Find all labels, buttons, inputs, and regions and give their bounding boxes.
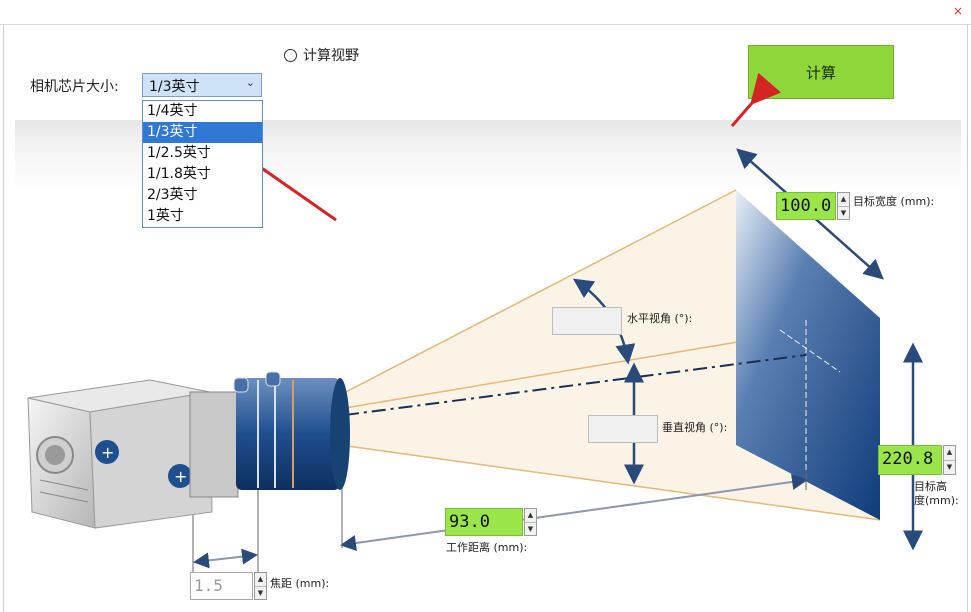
- distance-dimension-arrow: [340, 474, 808, 551]
- dropdown-option[interactable]: 1/1.8英寸: [147, 166, 211, 182]
- target-height-label-line1: 目标高: [914, 480, 947, 493]
- lens-front: [330, 378, 350, 490]
- dropdown-option[interactable]: 1/4英寸: [147, 103, 198, 119]
- lens-adapter: [189, 391, 239, 498]
- horizontal-angle-label: 水平视角 (°):: [627, 312, 693, 325]
- close-icon[interactable]: ×: [952, 4, 964, 18]
- chip-size-selected: 1/3英寸: [149, 79, 200, 95]
- dropdown-option[interactable]: 1英寸: [147, 208, 184, 224]
- left-border: [3, 25, 4, 612]
- lens-knob: [233, 377, 249, 393]
- spin-up-icon[interactable]: ▲: [944, 446, 955, 461]
- beam-edge-top: [339, 189, 737, 396]
- optical-axis: [344, 354, 807, 416]
- annotation-arrow-calc: [730, 72, 782, 127]
- target-height-spinner[interactable]: ▲▼: [943, 445, 956, 475]
- focal-length-input[interactable]: 1.5: [190, 572, 253, 600]
- spin-up-icon[interactable]: ▲: [525, 509, 536, 523]
- screw-icon: [95, 440, 119, 464]
- spin-up-icon[interactable]: ▲: [255, 573, 266, 587]
- lens-knob: [265, 371, 281, 387]
- target-width-input[interactable]: 100.0: [776, 192, 836, 220]
- screw-icon-plus: +: [174, 467, 187, 486]
- lens-barrel: [236, 378, 340, 490]
- target-width-spinner[interactable]: ▲▼: [837, 192, 850, 220]
- dropdown-option[interactable]: 2/3英寸: [147, 187, 198, 203]
- right-border: [967, 25, 968, 612]
- vertical-angle-label: 垂直视角 (°):: [662, 421, 728, 434]
- target-crosshair-h: [779, 329, 841, 373]
- chip-size-dropdown[interactable]: 1/4英寸 1/3英寸 1/2.5英寸 1/1.8英寸 2/3英寸 1英寸: [142, 100, 263, 228]
- camera-body-side: [89, 391, 213, 529]
- title-bar: [0, 0, 971, 24]
- focal-length-spinner[interactable]: ▲▼: [254, 572, 267, 600]
- focal-length-label: 焦距 (mm):: [270, 577, 330, 590]
- radio-circle-icon[interactable]: [284, 48, 297, 62]
- camera-vent: [39, 479, 89, 491]
- target-width-label: 目标宽度 (mm):: [853, 195, 935, 208]
- working-distance-input[interactable]: 93.0: [445, 508, 523, 536]
- spin-up-icon[interactable]: ▲: [838, 193, 849, 207]
- chip-size-label: 相机芯片大小:: [30, 79, 119, 95]
- vertical-angle-output: [588, 415, 658, 443]
- dropdown-option[interactable]: 1/2.5英寸: [147, 145, 211, 161]
- horizontal-angle-output: [552, 307, 622, 335]
- working-distance-label: 工作距离 (mm):: [446, 541, 528, 554]
- working-distance-spinner[interactable]: ▲▼: [524, 508, 537, 536]
- chevron-down-icon[interactable]: ⌄: [245, 76, 255, 89]
- target-height-input[interactable]: 220.8: [878, 445, 942, 475]
- screw-icon-plus: +: [101, 443, 114, 462]
- calc-fov-label: 计算视野: [303, 48, 359, 64]
- chip-size-select[interactable]: 1/3英寸 ⌄: [142, 73, 262, 97]
- camera-lens-hole: [45, 445, 65, 465]
- camera-vent: [39, 491, 89, 503]
- spin-down-icon[interactable]: ▼: [527, 525, 534, 533]
- target-height-label-line2: 度(mm):: [914, 494, 959, 507]
- spin-down-icon[interactable]: ▼: [257, 589, 264, 597]
- dropdown-option-selected[interactable]: 1/3英寸: [143, 122, 262, 143]
- focal-dimension-arrow: [193, 548, 258, 569]
- calc-fov-radio[interactable]: 计算视野: [284, 44, 359, 66]
- spin-down-icon[interactable]: ▼: [946, 463, 953, 471]
- frame-divider: [0, 24, 971, 25]
- screw-icon: [168, 464, 192, 488]
- spin-down-icon[interactable]: ▼: [840, 209, 847, 217]
